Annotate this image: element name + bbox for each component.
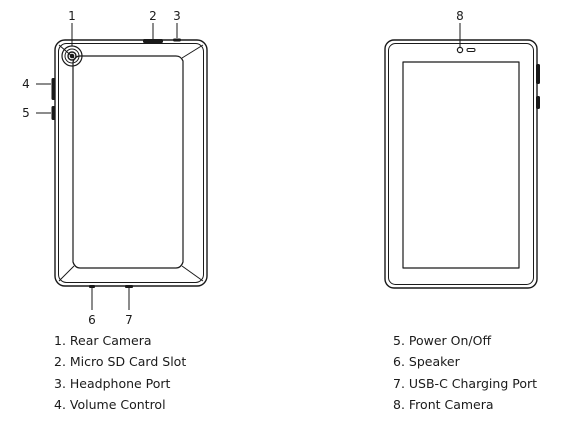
rear-callout-lines	[36, 23, 178, 310]
callout-8: 8	[456, 9, 464, 23]
power-button-icon	[51, 106, 56, 120]
callout-2: 2	[149, 9, 157, 23]
headphone-port-icon	[173, 38, 181, 42]
legend-item-micro-sd: 2. Micro SD Card Slot	[54, 354, 187, 370]
bevel-top-right	[181, 44, 204, 59]
legend-item-front-camera: 8. Front Camera	[393, 396, 494, 412]
front-side-button-lower	[536, 96, 540, 109]
tablet-front-view	[384, 39, 540, 289]
legend-right: 5. Power On/Off 6. Speaker 7. USB-C Char…	[393, 330, 537, 415]
bevel-bottom-right	[181, 265, 204, 282]
callout-5: 5	[22, 106, 30, 120]
micro-sd-slot-icon	[143, 39, 163, 43]
legend-left: 1. Rear Camera 2. Micro SD Card Slot 3. …	[54, 330, 186, 415]
legend-item-usb-c: 7. USB-C Charging Port	[393, 375, 538, 391]
callout-7: 7	[125, 313, 133, 327]
front-sensor-icon	[466, 48, 476, 52]
legend-item-volume: 4. Volume Control	[54, 396, 166, 412]
usb-c-port-icon	[125, 285, 133, 288]
legend-item-power: 5. Power On/Off	[393, 333, 492, 348]
speaker-port-icon	[89, 285, 95, 288]
front-inner-body	[388, 43, 534, 285]
back-outer-body	[54, 39, 208, 287]
tablet-back-view	[51, 38, 208, 288]
legend-item-headphone: 3. Headphone Port	[54, 375, 171, 391]
front-side-button-upper	[536, 64, 540, 84]
front-outer-body	[384, 39, 538, 289]
callout-numbers: 1 2 3 4 5 6 7 8	[22, 9, 464, 327]
back-center-panel	[72, 55, 184, 269]
callout-1: 1	[68, 9, 76, 23]
bevel-bottom-left	[58, 265, 75, 282]
front-camera-icon	[456, 46, 464, 54]
rear-camera-icon	[61, 45, 83, 67]
callout-3: 3	[173, 9, 181, 23]
callout-4: 4	[22, 77, 30, 91]
front-screen	[402, 61, 520, 269]
legend-item-rear-camera: 1. Rear Camera	[54, 333, 152, 348]
legend-item-speaker: 6. Speaker	[393, 354, 460, 370]
back-inner-body	[58, 43, 204, 283]
callout-6: 6	[88, 313, 96, 327]
volume-button-icon	[51, 78, 56, 100]
